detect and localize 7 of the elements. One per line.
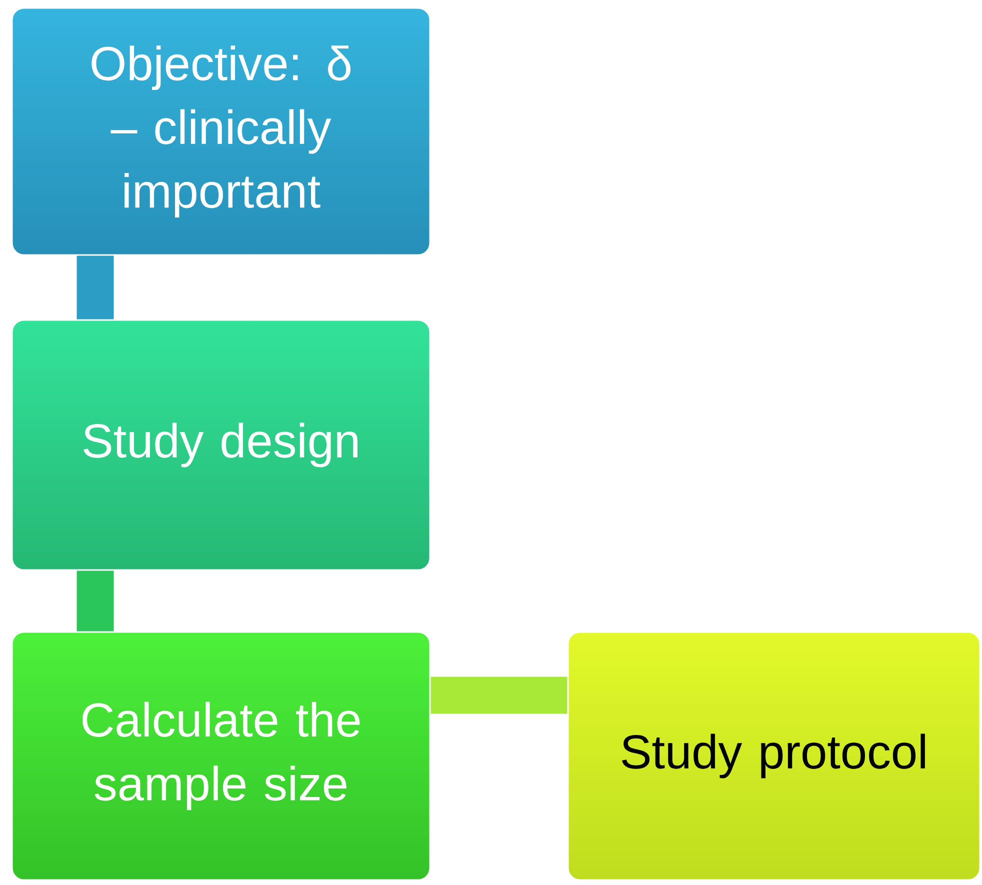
- connector: [76, 256, 114, 320]
- connector: [430, 676, 568, 714]
- process-box: Objective: δ – clinically important: [11, 7, 431, 256]
- connector: [76, 570, 114, 632]
- process-box: Study design: [11, 319, 431, 571]
- process-box: Calculate the sample size: [11, 631, 431, 881]
- process-box: Study protocol: [567, 631, 981, 881]
